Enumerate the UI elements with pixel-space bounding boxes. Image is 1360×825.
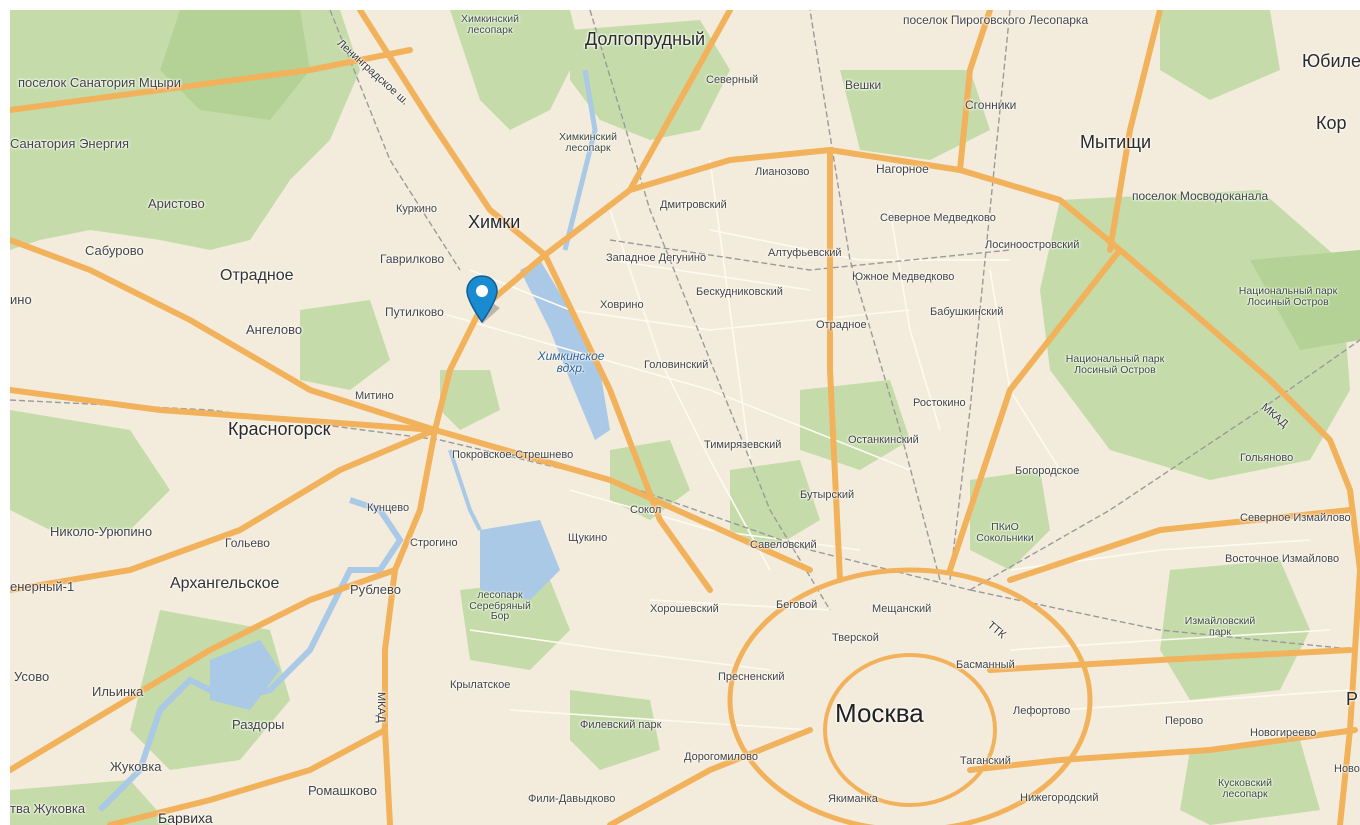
- district-label-nagornoe: Нагорное: [876, 162, 929, 176]
- city-label-dolgoprudny: Долгопрудный: [585, 29, 706, 49]
- city-label-moskva: Москва: [835, 698, 924, 728]
- district-label-yuzhnoe-medvedkovo: Южное Медведково: [852, 271, 955, 283]
- place-label-barvikha: Барвиха: [158, 810, 213, 825]
- place-label-saburovo: Сабурово: [85, 243, 144, 258]
- district-label-meshchansky: Мещанский: [872, 603, 932, 615]
- district-label-pokrovskoe-streshnevo: Покровское-Стрешнево: [452, 449, 574, 461]
- park-label-khimki-lesopark-c: Химкинский лесопарк: [559, 131, 617, 154]
- district-label-yakimanka: Якиманка: [828, 793, 878, 805]
- district-label-lefortovo: Лефортово: [1013, 705, 1071, 717]
- place-label-usovo: Усово: [14, 669, 50, 684]
- district-label-severny: Северный: [706, 74, 759, 86]
- place-label-sgonniki: Сгонники: [965, 98, 1017, 112]
- district-label-putilkovo: Путилково: [385, 305, 444, 319]
- district-label-sokol: Сокол: [630, 504, 662, 516]
- place-label-sanatoriya-energiya: Санатория Энергия: [10, 136, 130, 151]
- district-label-severnoe-izmailovo: Северное Измайлово: [1240, 512, 1351, 524]
- park-label-serebryany-bor: лесопарк Серебряный Бор: [469, 589, 531, 622]
- district-label-shchukino: Щукино: [568, 532, 608, 544]
- place-label-razdory: Раздоры: [232, 717, 285, 732]
- district-label-tverskoy: Тверской: [832, 632, 879, 644]
- district-label-savelovsky: Савеловский: [750, 539, 817, 551]
- place-label-angelovo: Ангелово: [246, 322, 303, 337]
- place-label-tva-zhukovka: тва Жуковка: [10, 801, 86, 816]
- place-label-ilyinka: Ильинка: [92, 684, 144, 699]
- road-label-mkad-s: МКАД: [375, 692, 387, 723]
- location-pin-icon[interactable]: [466, 274, 506, 326]
- district-label-novogireevo: Новогиреево: [1250, 727, 1317, 739]
- place-label-pos-sanatoriya-mtsyri: поселок Санатория Мцыри: [18, 75, 182, 90]
- park-label-khimki-lesopark-n: Химкинский лесопарк: [461, 13, 519, 36]
- district-label-bogorodskoe: Богородское: [1015, 465, 1080, 477]
- place-label-ino: ино: [10, 292, 32, 307]
- ttk-ring: [727, 567, 1093, 825]
- district-label-golovinsky: Головинский: [644, 359, 709, 371]
- place-label-veshki: Вешки: [845, 78, 882, 92]
- district-label-basmanny: Басманный: [956, 659, 1015, 671]
- garden-ring: [823, 653, 997, 807]
- district-label-khovrino: Ховрино: [600, 299, 644, 311]
- district-label-butyrsky: Бутырский: [800, 489, 855, 501]
- district-label-golyanovo: Гольяново: [1240, 452, 1294, 464]
- district-label-losinoostrovsky: Лосиноостровский: [985, 239, 1080, 251]
- map-layer: [10, 10, 1360, 825]
- place-label-aristovo: Аристово: [148, 196, 205, 211]
- major-roads: [10, 10, 1360, 825]
- district-label-novo-edge: Ново: [1334, 763, 1360, 775]
- district-label-dorogomilovo: Дорогомилово: [684, 751, 759, 763]
- park-label-nat-park-2: Национальный парк Лосиный Остров: [1065, 353, 1165, 376]
- district-label-tagansky: Таганский: [960, 755, 1011, 767]
- district-label-rostokino: Ростокино: [913, 397, 966, 409]
- town-label-otradnoe-w: Отрадное: [220, 267, 294, 284]
- district-label-beskudnikovsky: Бескудниковский: [696, 286, 783, 298]
- city-label-yubileiny: Юбилей: [1302, 51, 1360, 71]
- place-label-pos-pirogovskogo: поселок Пироговского Лесопарка: [903, 13, 1089, 27]
- district-label-lianozovo: Лианозово: [755, 166, 810, 178]
- park-label-filevsky: Филевский парк: [580, 719, 662, 731]
- park-label-nat-park-1: Национальный парк Лосиный Остров: [1238, 285, 1338, 308]
- district-label-ostankinsky: Останкинский: [848, 434, 919, 446]
- water-label-khimki-vdkhr: Химкинское вдхр.: [537, 349, 605, 375]
- place-label-nikolo-uryupino: Николо-Урюпино: [50, 524, 153, 539]
- park-label-kuskovsky: Кусковский лесопарк: [1217, 777, 1273, 800]
- district-label-severnoe-medvedkovo: Северное Медведково: [880, 212, 996, 224]
- district-label-kuntsevo: Кунцево: [367, 502, 410, 514]
- place-label-pos-mosvodokanala: поселок Мосводоканала: [1132, 189, 1269, 203]
- forest-areas: [10, 10, 1360, 825]
- town-label-arkhangelskoe: Архангельское: [170, 575, 280, 592]
- park-label-izmailovsky: Измайловский парк: [1184, 615, 1256, 638]
- district-label-strogino: Строгино: [410, 537, 458, 549]
- district-label-khoroshevsky: Хорошевский: [650, 603, 719, 615]
- district-label-kurkino: Куркино: [396, 203, 438, 215]
- place-label-zhukovka: Жуковка: [110, 759, 162, 774]
- district-label-dmitrovsky: Дмитровский: [660, 199, 727, 211]
- city-label-p-edge: Р: [1346, 689, 1359, 709]
- minor-roads: [429, 159, 1351, 731]
- district-label-presnensky: Пресненский: [718, 671, 785, 683]
- district-label-otradnoe-e: Отрадное: [816, 319, 867, 331]
- city-label-mytishchi: Мытищи: [1080, 132, 1152, 152]
- park-label-pkio-sokolniki: ПКиО Сокольники: [976, 521, 1034, 544]
- district-label-vostochnoe-izmailovo: Восточное Измайлово: [1225, 553, 1340, 565]
- district-label-babushkinsky: Бабушкинский: [930, 306, 1004, 318]
- district-label-gavrilkovo: Гаврилково: [380, 252, 445, 266]
- place-label-rublevo: Рублево: [350, 582, 401, 597]
- city-label-kor: Кор: [1316, 113, 1347, 133]
- district-label-zapadnoe-degunino: Западное Дегунино: [606, 252, 707, 264]
- district-label-begovoy: Беговой: [776, 599, 818, 611]
- district-label-altufyevsky: Алтуфьевский: [768, 247, 842, 259]
- place-label-golyevo: Гольево: [225, 536, 270, 550]
- place-label-energy-1: енерный-1: [10, 579, 75, 594]
- water-bodies: [97, 69, 610, 813]
- district-label-fili-davydkovo: Фили-Давыдково: [528, 793, 616, 805]
- district-label-krylatskoe: Крылатское: [450, 679, 511, 691]
- place-label-romashkovo: Ромашково: [308, 783, 377, 798]
- city-label-khimki: Химки: [468, 212, 521, 232]
- district-label-nizhegorodsky: Нижегородский: [1020, 792, 1099, 804]
- district-label-perovo: Перово: [1165, 715, 1204, 727]
- district-label-timiryazevsky: Тимирязевский: [704, 439, 782, 451]
- city-label-krasnogorsk: Красногорск: [228, 419, 331, 439]
- district-label-mitino: Митино: [355, 390, 394, 402]
- map-canvas[interactable]: Москва Химки Долгопрудный Мытищи Красног…: [10, 10, 1360, 825]
